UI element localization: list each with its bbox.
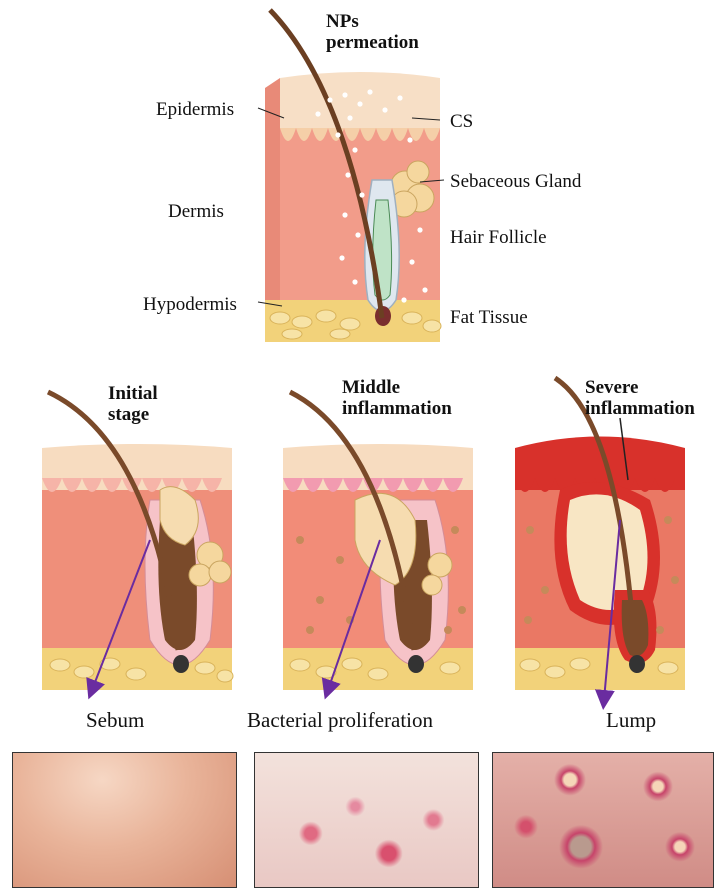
stage-2-skin-block (283, 392, 473, 690)
stage-1-caption: Sebum (86, 710, 144, 731)
photo-middle-inflammation (254, 752, 479, 888)
stage-2-caption: Bacterial proliferation (247, 710, 433, 731)
label-sebaceous-gland: Sebaceous Gland (450, 172, 581, 191)
photo-initial-stage (12, 752, 237, 888)
top-title: NPs permeation (326, 12, 456, 54)
photo-severe-inflammation (492, 752, 714, 888)
label-fat-tissue: Fat Tissue (450, 308, 528, 327)
label-hypodermis: Hypodermis (143, 295, 237, 314)
stage-1-title: Initial stage (108, 384, 198, 426)
label-dermis: Dermis (168, 202, 224, 221)
stage-2-title: Middle inflammation (342, 378, 492, 420)
stage-3-caption: Lump (606, 710, 656, 731)
label-cs: CS (450, 112, 473, 131)
label-epidermis: Epidermis (156, 100, 234, 119)
stage-1-skin-block (42, 392, 233, 690)
label-hair-follicle: Hair Follicle (450, 228, 547, 247)
stage-3-title: Severe inflammation (585, 378, 705, 420)
stage-3-skin-block (515, 378, 685, 700)
top-skin-block (258, 10, 444, 342)
